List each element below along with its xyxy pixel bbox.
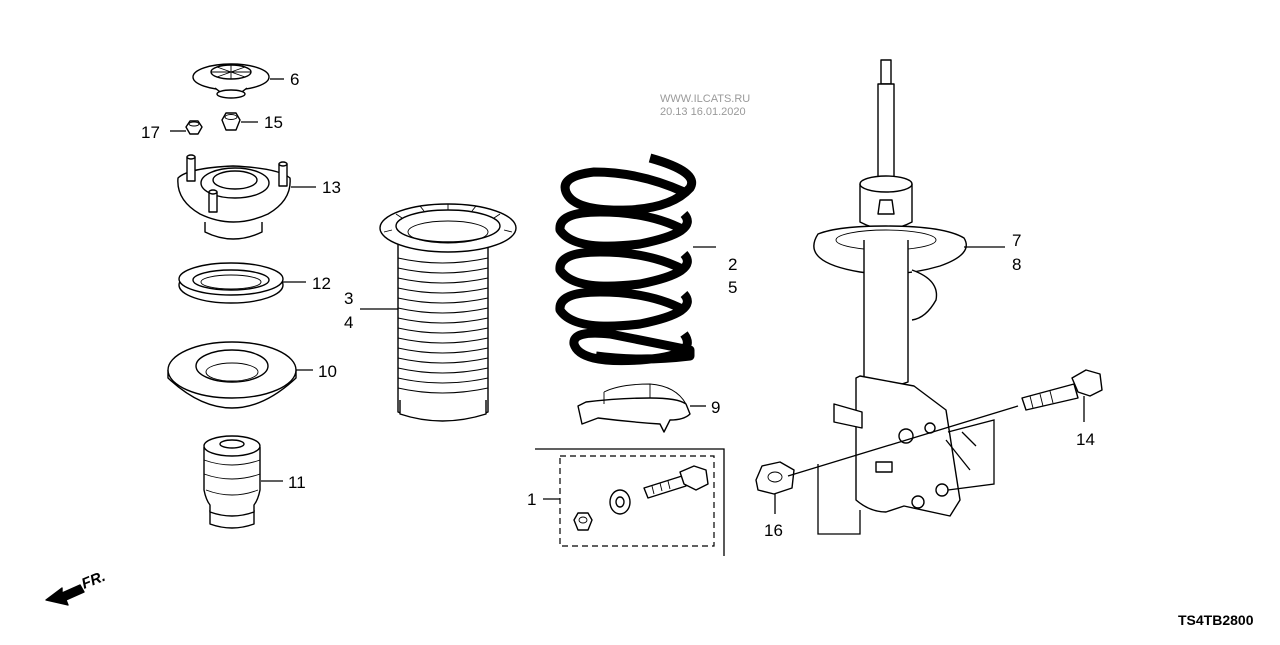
callout-17[interactable]: 17 xyxy=(141,123,160,142)
watermark-date: 20.13 16.01.2020 xyxy=(660,106,746,118)
callout-1[interactable]: 1 xyxy=(527,490,536,509)
part-14-flange-bolt[interactable] xyxy=(1021,369,1103,411)
callout-7[interactable]: 7 xyxy=(1012,231,1021,250)
diagram-code: TS4TB2800 xyxy=(1178,612,1254,628)
callout-4[interactable]: 4 xyxy=(344,313,353,332)
callout-16[interactable]: 16 xyxy=(764,521,783,540)
part-9-spring-insulator[interactable] xyxy=(577,383,691,433)
part-17-nut[interactable] xyxy=(185,120,203,135)
part-11-bump-stop[interactable] xyxy=(203,435,261,529)
part-12-bearing[interactable] xyxy=(178,262,284,304)
part-10-spring-seat[interactable] xyxy=(167,341,297,409)
callout-9[interactable]: 9 xyxy=(711,398,720,417)
part-13-strut-mount[interactable] xyxy=(177,154,291,240)
callout-2[interactable]: 2 xyxy=(728,255,737,274)
front-direction-arrow xyxy=(45,584,85,606)
callout-3[interactable]: 3 xyxy=(344,289,353,308)
callout-13[interactable]: 13 xyxy=(322,178,341,197)
part-7-8-strut[interactable] xyxy=(813,59,967,517)
watermark-site: WWW.ILCATS.RU xyxy=(660,93,750,105)
part-2-5-coil-spring[interactable] xyxy=(555,153,697,366)
callout-8[interactable]: 8 xyxy=(1012,255,1021,274)
callout-5[interactable]: 5 xyxy=(728,278,737,297)
callout-6[interactable]: 6 xyxy=(290,70,299,89)
part-15-nut[interactable] xyxy=(221,112,241,131)
callout-15[interactable]: 15 xyxy=(264,113,283,132)
part-6-mount-cap[interactable] xyxy=(192,63,270,99)
callout-10[interactable]: 10 xyxy=(318,362,337,381)
callout-12[interactable]: 12 xyxy=(312,274,331,293)
front-direction-label: FR. xyxy=(79,568,108,593)
part-16-flange-nut[interactable] xyxy=(755,461,795,495)
part-3-4-dust-boot[interactable] xyxy=(379,203,517,422)
callout-11[interactable]: 11 xyxy=(288,473,306,492)
part-1-kit[interactable] xyxy=(573,465,709,531)
callout-14[interactable]: 14 xyxy=(1076,430,1095,449)
